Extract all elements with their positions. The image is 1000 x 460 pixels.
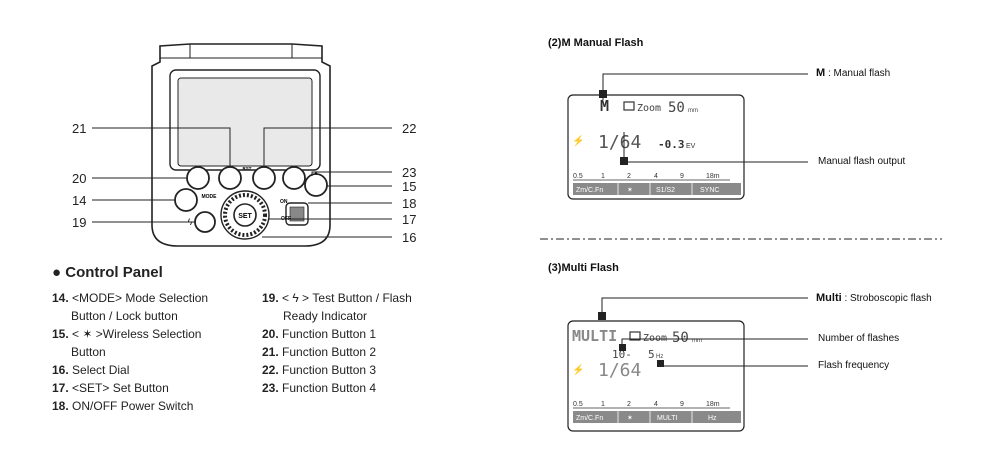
label-19: 19 <box>72 215 87 230</box>
svg-text:9: 9 <box>680 173 684 180</box>
legend-item: 17. <SET> Set Button <box>52 381 169 395</box>
manual-lcd-diagram: M Zoom 50 mm ⚡ 1/64 -0.3 EV 0.5 1 2 4 9 … <box>567 73 808 200</box>
manual-lcd-zoom-label: Zoom <box>637 103 661 114</box>
test-button[interactable] <box>194 211 216 233</box>
mode-button[interactable] <box>174 188 198 212</box>
mode-label: MODE <box>202 194 218 200</box>
svg-text:9: 9 <box>680 401 684 408</box>
svg-text:18m: 18m <box>706 401 720 408</box>
svg-text:2: 2 <box>627 401 631 408</box>
wireless-button[interactable] <box>304 173 328 197</box>
legend-item: 22. Function Button 3 <box>262 363 377 377</box>
svg-text:4: 4 <box>654 173 658 180</box>
legend-item: 23. Function Button 4 <box>262 381 377 395</box>
legend-item: 16. Select Dial <box>52 363 130 377</box>
manual-lcd-power: 1/64 <box>598 132 641 153</box>
multi-lcd-count: 10- <box>612 348 632 361</box>
multi-lcd-power: 1/64 <box>598 360 641 381</box>
label-14: 14 <box>72 193 87 208</box>
multi-lcd-freq: 5 <box>648 348 655 361</box>
wireless-icon: ✶ <box>313 170 318 177</box>
multi-lcd-mode: MULTI <box>572 327 617 345</box>
softkey-wireless: ✶ <box>627 414 633 422</box>
multi-mode-callout: Multi : Stroboscopic flash <box>816 292 932 304</box>
section-divider <box>540 238 942 240</box>
label-17: 17 <box>402 212 417 227</box>
manual-lcd-zoom-value: 50 <box>668 100 685 116</box>
rst-label: RST <box>243 166 252 171</box>
function-button-4[interactable] <box>282 166 306 190</box>
svg-text:18m: 18m <box>706 173 720 180</box>
manual-lcd-zoom-unit: mm <box>688 108 698 114</box>
set-label: SET <box>238 213 252 220</box>
multi-lcd-frame <box>567 320 745 432</box>
label-21: 21 <box>72 121 87 136</box>
multi-freq-callout: Flash frequency <box>818 360 890 371</box>
svg-text:1: 1 <box>601 401 605 408</box>
manual-distance-scale: 0.5 1 2 4 9 18m <box>573 173 720 180</box>
multi-lcd-diagram: MULTI Zoom 50 mm 10- 5 Hz ⚡ 1/64 0.5 1 2… <box>567 297 808 432</box>
flash-fire-icon: ⚡ <box>572 134 584 147</box>
softkey-multi: MULTI <box>657 415 678 422</box>
svg-text:2: 2 <box>627 173 631 180</box>
label-15: 15 <box>402 179 417 194</box>
manual-flash-title: (2)M Manual Flash <box>548 37 644 49</box>
manual-mode-callout: M : Manual flash <box>816 67 891 79</box>
function-button-2[interactable] <box>218 166 242 190</box>
control-panel-heading: ● Control Panel <box>52 264 163 281</box>
multi-lcd-zoom-unit: mm <box>692 338 702 344</box>
on-label: ON <box>280 199 288 205</box>
function-button-3[interactable] <box>252 166 276 190</box>
zoom-box-icon <box>629 331 641 341</box>
legend-item: 21. Function Button 2 <box>262 345 377 359</box>
svg-text:1: 1 <box>601 173 605 180</box>
softkey-zoom: Zm/C.Fn <box>576 187 603 194</box>
softkey-sync: SYNC <box>700 187 719 194</box>
multi-lcd-zoom-value: 50 <box>672 330 689 346</box>
softkey-zoom: Zm/C.Fn <box>576 415 603 422</box>
multi-lcd-freq-unit: Hz <box>656 354 663 360</box>
manual-softkey-bar <box>573 183 741 195</box>
svg-text:0.5: 0.5 <box>573 173 583 180</box>
manual-lcd-mode: M <box>600 97 609 115</box>
manual-lcd-frame <box>567 94 745 200</box>
leader-lines <box>92 127 392 238</box>
multi-softkey-bar <box>573 411 741 423</box>
control-panel-title: Control Panel <box>65 264 163 281</box>
softkey-wireless: ✶ <box>627 186 633 194</box>
manual-output-callout: Manual flash output <box>818 156 906 167</box>
softkey-s1s2: S1/S2 <box>656 187 675 194</box>
svg-text:0.5: 0.5 <box>573 401 583 408</box>
multi-count-callout: Number of flashes <box>818 333 900 344</box>
set-button[interactable] <box>233 203 257 227</box>
label-23: 23 <box>402 165 417 180</box>
multi-distance-scale: 0.5 1 2 4 9 18m <box>573 401 720 408</box>
manual-lcd-ev-unit: EV <box>686 143 696 150</box>
label-22: 22 <box>402 121 417 136</box>
flash-unit-diagram: ✶ MODE ϟ SET RST ON OFF <box>92 43 392 247</box>
bullet-icon: ● <box>52 264 62 281</box>
zoom-box-icon <box>623 101 635 111</box>
svg-text:4: 4 <box>654 401 658 408</box>
function-button-1[interactable] <box>186 166 210 190</box>
legend-item: 18. ON/OFF Power Switch <box>52 399 194 413</box>
flash-fire-icon: ⚡ <box>572 363 584 376</box>
lcd-screen <box>177 77 313 167</box>
legend-item: 20. Function Button 1 <box>262 327 377 341</box>
label-16: 16 <box>402 230 417 245</box>
manual-lcd-ev: -0.3 <box>658 138 685 151</box>
label-18: 18 <box>402 196 417 211</box>
multi-flash-title: (3)Multi Flash <box>548 262 619 274</box>
softkey-hz: Hz <box>708 415 717 422</box>
label-20: 20 <box>72 171 87 186</box>
